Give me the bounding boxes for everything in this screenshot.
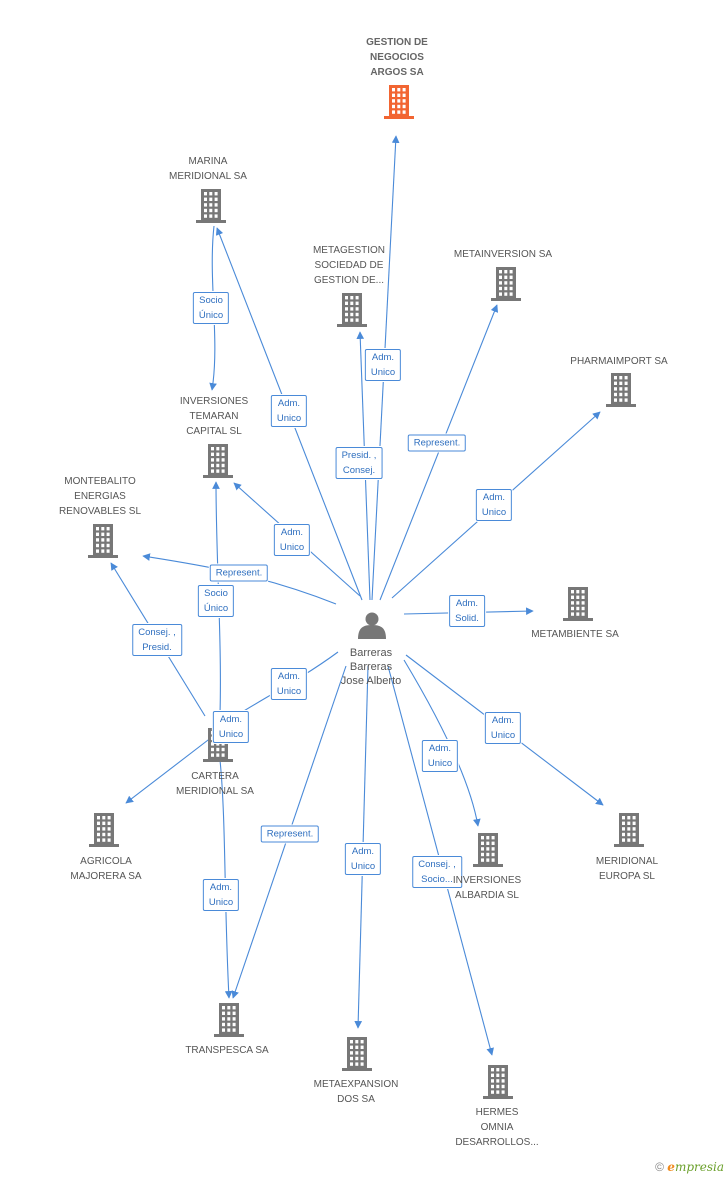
node-label-metaexpansion[interactable]: METAEXPANSION DOS SA bbox=[313, 1079, 399, 1105]
edge-label-cartera-to-agricola[interactable]: Adm. Unico bbox=[212, 711, 250, 743]
building-icon-montebalito[interactable] bbox=[88, 524, 118, 558]
edge-person-to-metainversion bbox=[379, 304, 499, 601]
edge-label-person-to-gestion[interactable]: Adm. Unico bbox=[364, 349, 402, 381]
building-icon-metambiente[interactable] bbox=[563, 587, 593, 621]
building-icon-metainversion[interactable] bbox=[491, 267, 521, 301]
building-icon-temaran[interactable] bbox=[203, 444, 233, 478]
node-label-meridional[interactable]: MERIDIONAL EUROPA SL bbox=[595, 856, 659, 882]
node-label-albardia[interactable]: INVERSIONES ALBARDIA SL bbox=[452, 875, 522, 901]
edge-label-person-to-transpesca[interactable]: Represent. bbox=[260, 825, 320, 843]
building-icon-hermes[interactable] bbox=[483, 1065, 513, 1099]
node-label-gestion[interactable]: GESTION DE NEGOCIOS ARGOS SA bbox=[366, 37, 428, 78]
copyright-symbol: © bbox=[655, 1160, 664, 1174]
empresia-logo[interactable]: empresia bbox=[667, 1160, 724, 1174]
edge-label-person-to-metaexpansion[interactable]: Adm. Unico bbox=[344, 843, 382, 875]
edge-label-person-to-montebalito[interactable]: Represent. bbox=[209, 564, 269, 582]
node-label-agricola[interactable]: AGRICOLA MAJORERA SA bbox=[70, 856, 142, 882]
nodes-layer bbox=[88, 85, 644, 1099]
building-icon-metaexpansion[interactable] bbox=[342, 1037, 372, 1071]
edge-label-person-to-metainversion[interactable]: Represent. bbox=[407, 434, 467, 452]
building-icon-marina[interactable] bbox=[196, 189, 226, 223]
node-label-person[interactable]: Barreras Barreras Jose Alberto bbox=[340, 647, 402, 687]
node-label-metambiente[interactable]: METAMBIENTE SA bbox=[531, 629, 619, 640]
building-icon-meridional[interactable] bbox=[614, 813, 644, 847]
edge-label-person-to-marina[interactable]: Adm. Unico bbox=[270, 395, 308, 427]
node-label-pharmaimport[interactable]: PHARMAIMPORT SA bbox=[570, 356, 668, 367]
edge-label-person-to-temaran[interactable]: Adm. Unico bbox=[273, 524, 311, 556]
building-icon-albardia[interactable] bbox=[473, 833, 503, 867]
main-building-icon-gestion[interactable] bbox=[384, 85, 414, 119]
edge-label-person-to-meridional[interactable]: Adm. Unico bbox=[484, 712, 522, 744]
person-icon[interactable] bbox=[358, 612, 386, 640]
building-icon-transpesca[interactable] bbox=[214, 1003, 244, 1037]
edge-cartera-to-agricola bbox=[125, 736, 213, 804]
brand-initial: e bbox=[667, 1160, 675, 1174]
node-label-cartera[interactable]: CARTERA MERIDIONAL SA bbox=[176, 771, 254, 797]
node-label-metagestion[interactable]: METAGESTION SOCIEDAD DE GESTION DE... bbox=[312, 245, 386, 286]
node-label-metainversion[interactable]: METAINVERSION SA bbox=[453, 249, 553, 260]
edge-label-marina-to-temaran[interactable]: Socio Único bbox=[192, 292, 230, 324]
edge-label-person-to-metambiente[interactable]: Adm. Solid. bbox=[449, 595, 485, 627]
node-label-marina[interactable]: MARINA MERIDIONAL SA bbox=[169, 156, 247, 182]
edge-label-person-to-metagestion[interactable]: Presid. , Consej. bbox=[335, 447, 383, 479]
edge-label-person-to-hermes[interactable]: Consej. , Socio... bbox=[412, 856, 462, 888]
brand-rest: mpresia bbox=[674, 1160, 724, 1174]
edge-label-cartera-to-temaran[interactable]: Socio Único bbox=[197, 585, 235, 617]
copyright-footer: © empresia bbox=[655, 1160, 724, 1174]
node-label-transpesca[interactable]: TRANSPESCA SA bbox=[185, 1045, 269, 1056]
edge-label-person-to-pharmaimport[interactable]: Adm. Unico bbox=[475, 489, 513, 521]
node-label-hermes[interactable]: HERMES OMNIA DESARROLLOS... bbox=[455, 1107, 539, 1148]
building-icon-pharmaimport[interactable] bbox=[606, 373, 636, 407]
edge-label-cartera-to-transpesca[interactable]: Adm. Unico bbox=[202, 879, 240, 911]
edge-label-person-to-albardia[interactable]: Adm. Unico bbox=[421, 740, 459, 772]
node-label-temaran[interactable]: INVERSIONES TEMARAN CAPITAL SL bbox=[179, 396, 249, 437]
building-icon-metagestion[interactable] bbox=[337, 293, 367, 327]
building-icon-agricola[interactable] bbox=[89, 813, 119, 847]
edge-label-cartera-to-montebalito[interactable]: Consej. , Presid. bbox=[132, 624, 182, 656]
node-label-montebalito[interactable]: MONTEBALITO ENERGIAS RENOVABLES SL bbox=[58, 476, 142, 517]
edge-label-person-to-cartera[interactable]: Adm. Unico bbox=[270, 668, 308, 700]
edge-cartera-to-transpesca bbox=[219, 759, 233, 999]
